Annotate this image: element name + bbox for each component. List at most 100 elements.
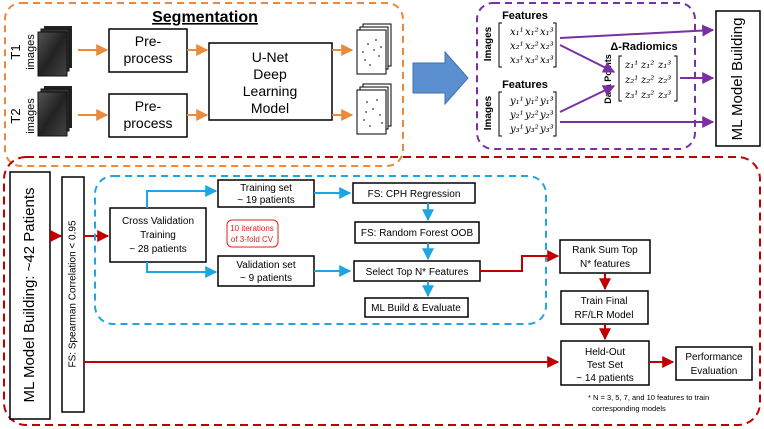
- t1-mask-stack: [356, 23, 392, 75]
- y11: y₁¹: [509, 96, 524, 107]
- t1-images-label: images: [25, 34, 37, 70]
- y12: y₁²: [524, 96, 539, 107]
- final-model-line1: Train Final: [581, 296, 628, 307]
- t2-label: T2: [8, 108, 23, 123]
- patients-side-title: ML Model Building: ~42 Patients: [21, 188, 38, 403]
- z21: z₂¹: [624, 75, 638, 86]
- x22: x₂²: [525, 41, 539, 52]
- rank-sum-line1: Rank Sum Top: [572, 245, 638, 256]
- t1-preprocess-line2: process: [123, 50, 172, 66]
- z23: z₂³: [657, 75, 671, 86]
- ml-build-label: ML Build & Evaluate: [371, 303, 461, 314]
- iterations-line2: of 3-fold CV: [231, 235, 274, 244]
- cv-training-box: [109, 207, 207, 263]
- arrow-y-to-z: [559, 85, 616, 113]
- z31: z₃¹: [624, 90, 638, 101]
- y21: y₂¹: [509, 110, 524, 121]
- arrow-select-to-rank: [480, 250, 560, 272]
- footnote-line1: * N = 3, 5, 7, and 10 features to train: [588, 393, 709, 402]
- rf-oob-box: [354, 221, 480, 244]
- arrow-x-to-z: [559, 44, 616, 73]
- performance-line1: Performance: [685, 352, 743, 363]
- iterations-line1: 10 iterations: [230, 224, 274, 233]
- t2-preprocess-line2: process: [123, 115, 172, 131]
- held-out-box: [560, 340, 650, 386]
- held-out-line1: Held-Out: [585, 347, 625, 358]
- ml-building-panel: [3, 156, 761, 426]
- x23: x₂³: [540, 41, 554, 52]
- z33: z₃³: [657, 90, 671, 101]
- footnote-line2: corresponding models: [592, 404, 666, 413]
- y23: y₂³: [539, 110, 554, 121]
- cph-box: [352, 182, 476, 204]
- performance-box: [675, 346, 753, 381]
- x32: x₃²: [525, 55, 539, 66]
- patients-side-box: [9, 171, 51, 420]
- x11: x₁¹: [510, 27, 524, 38]
- unet-line4: Model: [251, 100, 289, 116]
- t2-images-label: images: [25, 98, 37, 134]
- z22: z₂²: [640, 75, 654, 86]
- x31: x₃¹: [510, 55, 524, 66]
- iterations-badge: [226, 219, 279, 248]
- unet-line1: U-Net: [252, 49, 289, 65]
- validation-set-box: [217, 255, 315, 287]
- delta-radiomics-label: Δ-Radiomics: [610, 41, 677, 53]
- t1-mri-stack: [37, 26, 72, 77]
- t1-preprocess-line1: Pre-: [135, 33, 162, 49]
- x33: x₃³: [540, 55, 554, 66]
- cv-line2: Training: [140, 230, 176, 241]
- performance-line2: Evaluation: [691, 366, 738, 377]
- select-top-label: Select Top N* Features: [366, 267, 469, 278]
- rank-sum-line2: N* features: [580, 259, 630, 270]
- cv-panel: [94, 175, 547, 325]
- segmentation-title: Segmentation: [152, 9, 258, 26]
- rf-oob-label: FS: Random Forest OOB: [361, 228, 474, 239]
- unet-box: [208, 42, 333, 121]
- x13: x₁³: [540, 27, 554, 38]
- training-set-line2: ~ 19 patients: [237, 195, 295, 206]
- z13: z₁³: [657, 60, 671, 71]
- y32: y₃²: [524, 124, 539, 135]
- features-panel: [476, 2, 696, 150]
- validation-set-line2: ~ 9 patients: [240, 273, 292, 284]
- t2-mask-stack: [356, 83, 392, 135]
- final-model-line2: RF/LR Model: [575, 310, 634, 321]
- images-label-top: Images: [483, 26, 494, 61]
- unet-line3: Learning: [243, 83, 298, 99]
- t1-label: T1: [8, 44, 23, 59]
- unet-line2: Deep: [253, 66, 287, 82]
- x12: x₁²: [525, 27, 539, 38]
- y33: y₃³: [539, 124, 554, 135]
- t2-preprocess-line1: Pre-: [135, 98, 162, 114]
- data-points-label: Data Points: [603, 54, 613, 104]
- spearman-box: [61, 176, 85, 413]
- features-label-bottom: Features: [502, 79, 548, 91]
- y13: y₁³: [539, 96, 554, 107]
- y31: y₃¹: [509, 124, 524, 135]
- arrow-cv-to-validation: [146, 262, 218, 278]
- big-blue-arrow: [412, 50, 469, 106]
- ml-model-building-box: [715, 10, 761, 147]
- training-set-box: [217, 179, 315, 208]
- z-matrix: z₁¹ z₁² z₁³ z₂¹ z₂² z₂³ z₃¹ z₃² z₃³: [618, 55, 678, 102]
- held-out-line3: ~ 14 patients: [576, 373, 634, 384]
- z32: z₃²: [640, 90, 654, 101]
- held-out-line2: Test Set: [587, 360, 623, 371]
- features-label-top: Features: [502, 10, 548, 22]
- y-matrix: y₁¹ y₁² y₁³ y₂¹ y₂² y₂³ y₃¹ y₃² y₃³: [498, 91, 557, 137]
- images-label-bottom: Images: [483, 95, 494, 130]
- x21: x₂¹: [510, 41, 524, 52]
- cv-line1: Cross Validation: [122, 216, 194, 227]
- t2-mri-stack: [37, 86, 72, 137]
- rank-sum-box: [559, 239, 651, 274]
- z11: z₁¹: [624, 60, 638, 71]
- arrow-x-to-mlbox: [559, 24, 715, 39]
- arrow-cv-to-training: [146, 185, 218, 208]
- spearman-label: FS: Spearman Correlation < 0.95: [68, 220, 79, 367]
- ml-model-building-label: ML Model Building: [729, 18, 746, 141]
- z12: z₁²: [640, 60, 654, 71]
- cph-label: FS: CPH Regression: [368, 189, 461, 200]
- y22: y₂²: [524, 110, 539, 121]
